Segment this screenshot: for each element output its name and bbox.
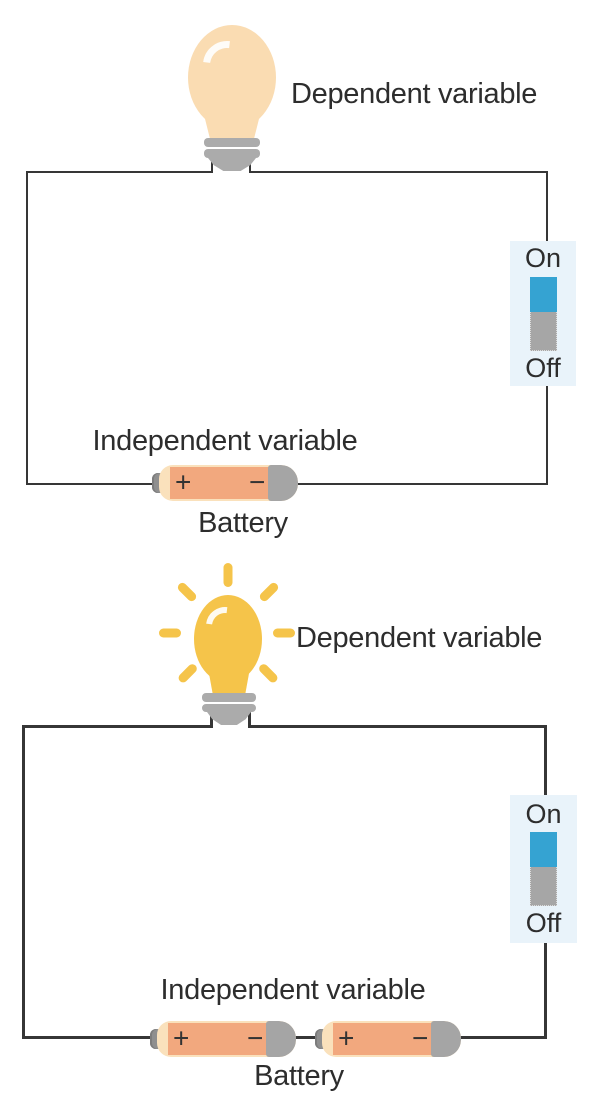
ray-icon bbox=[176, 581, 198, 603]
switch-off-label: Off bbox=[525, 908, 562, 938]
switch-toggle-off-segment bbox=[529, 311, 557, 351]
battery-minus-sign: − bbox=[249, 466, 266, 498]
bulb-screw-thread bbox=[202, 693, 256, 702]
battery-negative-cap bbox=[431, 1021, 461, 1057]
switch-toggle bbox=[530, 832, 557, 906]
switch-panel: On Off bbox=[510, 241, 576, 386]
wire-top-left-segment bbox=[22, 725, 211, 728]
ray-icon bbox=[257, 662, 280, 685]
battery-cell bbox=[168, 1023, 270, 1055]
wire-top-right-segment bbox=[250, 171, 548, 173]
wire-left bbox=[22, 725, 25, 1039]
switch-off-label: Off bbox=[525, 352, 561, 383]
battery-minus-sign: − bbox=[412, 1022, 429, 1054]
dependent-variable-label: Dependent variable bbox=[296, 622, 543, 654]
switch-toggle-off-segment bbox=[530, 867, 557, 906]
bulb-base-tip bbox=[208, 158, 256, 171]
independent-variable-label: Independent variable bbox=[92, 425, 358, 457]
wire-top-right-segment bbox=[251, 725, 547, 728]
bulb-base-tip bbox=[207, 712, 251, 725]
battery-cell bbox=[333, 1023, 435, 1055]
battery-plus-sign: + bbox=[338, 1022, 355, 1054]
bulb-neck bbox=[206, 657, 252, 695]
battery-minus-sign: − bbox=[247, 1022, 264, 1054]
ray-icon bbox=[258, 581, 280, 603]
ray-icon bbox=[273, 628, 295, 638]
battery-1: + − bbox=[150, 1021, 296, 1057]
switch-on-label: On bbox=[524, 243, 562, 274]
wire-bulb-stub-left bbox=[210, 709, 213, 728]
wire-bulb-stub-right bbox=[248, 709, 251, 728]
battery-cell bbox=[170, 467, 272, 499]
switch-panel: On Off bbox=[510, 795, 577, 943]
bulb-screw-thread bbox=[204, 138, 260, 147]
switch-on-label: On bbox=[525, 798, 562, 829]
battery-plus-sign: + bbox=[175, 466, 192, 498]
wire-left bbox=[26, 171, 28, 485]
battery-body: + − bbox=[322, 1021, 461, 1057]
ray-icon bbox=[176, 662, 199, 685]
battery-label: Battery bbox=[198, 507, 288, 539]
wire-top-left-segment bbox=[26, 171, 212, 173]
battery-body: + − bbox=[157, 1021, 296, 1057]
ray-icon bbox=[223, 563, 233, 587]
wire-bulb-stub-left bbox=[211, 157, 213, 173]
battery: + − bbox=[152, 465, 298, 501]
switch-toggle-on-segment bbox=[529, 276, 557, 312]
dependent-variable-label: Dependent variable bbox=[291, 78, 538, 110]
battery-label: Battery bbox=[254, 1060, 344, 1092]
bulb-screw-thread bbox=[202, 704, 256, 712]
battery-body: + − bbox=[159, 465, 298, 501]
battery-plus-sign: + bbox=[173, 1022, 190, 1054]
bulb-screw-thread bbox=[204, 149, 260, 158]
switch-toggle-on-segment bbox=[530, 832, 557, 867]
independent-variable-label: Independent variable bbox=[160, 974, 426, 1006]
bulb-neck bbox=[201, 103, 263, 140]
ray-icon bbox=[159, 628, 181, 638]
battery-2: + − bbox=[315, 1021, 461, 1057]
battery-negative-cap bbox=[266, 1021, 296, 1057]
battery-negative-cap bbox=[268, 465, 298, 501]
switch-toggle bbox=[529, 276, 557, 351]
